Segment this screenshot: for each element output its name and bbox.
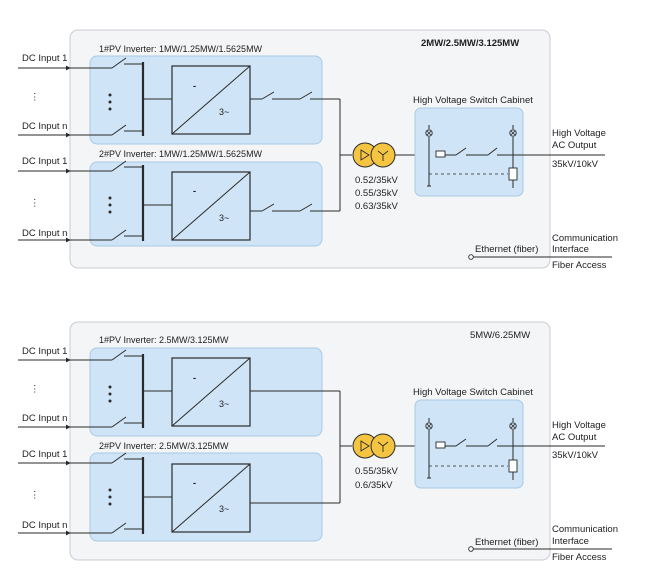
transformer-ratio: 0.55/35kV <box>355 188 398 199</box>
dc-input-1-label: DC Input 1 <box>22 449 67 460</box>
inverter-label: 2#PV Inverter: 1MW/1.25MW/1.5625MW <box>99 149 263 159</box>
switch-cabinet-box <box>414 399 524 489</box>
inverter-box <box>89 452 323 542</box>
dc-input-1-label: DC Input 1 <box>22 156 67 167</box>
converter-dc-symbol: - <box>193 478 196 489</box>
switch-cabinet-label: High Voltage Switch Cabinet <box>413 95 533 106</box>
hv-output-label: High Voltage <box>552 420 606 431</box>
dc-ac-converter <box>171 357 251 427</box>
hv-voltage-label: 35kV/10kV <box>552 159 599 170</box>
transformer-ratio: 0.63/35kV <box>355 201 398 212</box>
ethernet-label: Ethernet (fiber) <box>475 244 538 255</box>
dc-ac-converter <box>171 171 251 241</box>
converter-dc-symbol: - <box>193 186 196 197</box>
ellipsis-dots: ⋮ <box>30 490 40 501</box>
output-switch <box>261 91 275 100</box>
transformer-icon <box>352 433 396 459</box>
switch-cabinet-box <box>414 107 524 197</box>
converter-ac-symbol: 3~ <box>219 107 229 117</box>
dc-ac-converter <box>171 463 251 533</box>
input-switch <box>111 124 127 136</box>
converter-ac-symbol: 3~ <box>219 213 229 223</box>
fiber-access-label: Fiber Access <box>552 552 607 563</box>
inverter-label: 2#PV Inverter: 2.5MW/3.125MW <box>99 441 229 451</box>
converter-dc-symbol: - <box>193 373 196 384</box>
converter-dc-symbol: - <box>193 81 196 92</box>
dc-input-1-label: DC Input 1 <box>22 346 67 357</box>
hv-output-label: AC Output <box>552 140 597 151</box>
dc-input-n-label: DC Input n <box>22 520 67 531</box>
switchgear-schematic <box>425 125 545 188</box>
dc-input-n-label: DC Input n <box>22 121 67 132</box>
transformer-ratio: 0.52/35kV <box>355 175 398 186</box>
converter-ac-symbol: 3~ <box>219 504 229 514</box>
transformer-ratio: 0.55/35kV <box>355 466 398 477</box>
switch-cabinet-label: High Voltage Switch Cabinet <box>413 387 533 398</box>
transformer-ratio: 0.6/35kV <box>355 480 393 491</box>
converter-diagonal <box>171 65 251 135</box>
inverter-box <box>89 161 323 247</box>
comm-interface-label: Communication <box>552 524 618 535</box>
diagram-1: 2MW/2.5MW/3.125MW 1#PV Inverter: 1MW/1.2… <box>18 29 618 271</box>
hv-voltage-label: 35kV/10kV <box>552 450 599 461</box>
comm-interface-label: Communication <box>552 233 618 244</box>
hv-output-label: AC Output <box>552 432 597 443</box>
switchgear-schematic <box>425 418 545 480</box>
inverter-box <box>89 55 323 145</box>
dc-input-n-label: DC Input n <box>22 228 67 239</box>
diagram-2: 5MW/6.25MW 1#PV Inverter: 2.5MW/3.125MW … <box>18 321 618 563</box>
inverter-box <box>89 347 323 437</box>
ellipsis-dots: ⋮ <box>30 92 40 103</box>
dc-input-1-label: DC Input 1 <box>22 53 67 64</box>
transformer-icon <box>352 142 396 168</box>
dc-ac-converter <box>171 65 251 135</box>
inverter-label: 1#PV Inverter: 2.5MW/3.125MW <box>99 335 229 345</box>
input-switch <box>111 57 127 69</box>
hv-output-label: High Voltage <box>552 128 606 139</box>
comm-interface-label: Interface <box>552 244 589 255</box>
capacity-label: 2MW/2.5MW/3.125MW <box>421 38 519 49</box>
comm-interface-label: Interface <box>552 536 589 547</box>
output-switch <box>299 91 313 100</box>
dc-input-n-label: DC Input n <box>22 413 67 424</box>
ellipsis-dots: ⋮ <box>30 198 40 209</box>
fiber-access-label: Fiber Access <box>552 260 607 271</box>
inverter-label: 1#PV Inverter: 1MW/1.25MW/1.5625MW <box>99 44 263 54</box>
capacity-label: 5MW/6.25MW <box>470 330 530 341</box>
ellipsis-dots: ⋮ <box>30 384 40 395</box>
ethernet-label: Ethernet (fiber) <box>475 537 538 548</box>
converter-ac-symbol: 3~ <box>219 399 229 409</box>
